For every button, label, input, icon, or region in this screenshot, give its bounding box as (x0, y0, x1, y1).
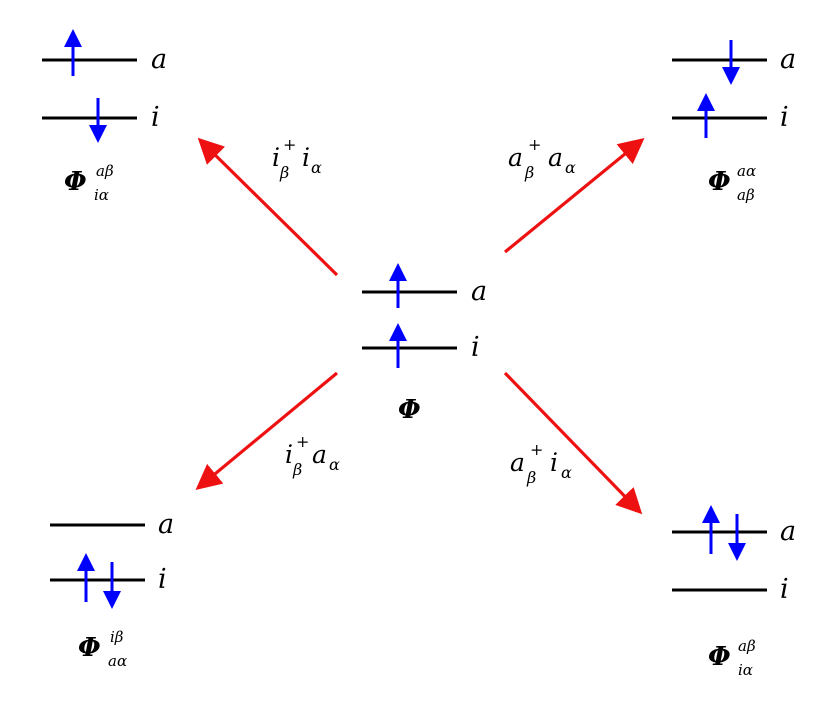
state-symbol: Φ (708, 167, 731, 197)
level-label-a: a (151, 44, 167, 75)
operator-2: i (550, 448, 558, 477)
operator-1: a (510, 448, 525, 477)
operator-1: i (272, 143, 280, 172)
operator-2: i (302, 143, 310, 172)
state-symbol: Φ (708, 642, 731, 672)
operator-1: i (285, 440, 293, 469)
operator-2: a (548, 143, 563, 172)
operator-bottom-left: i + β a α (285, 432, 340, 479)
level-label-i: i (471, 332, 480, 363)
operator-1-spin: β (292, 460, 302, 479)
state-superscript: aβ (738, 637, 756, 655)
state-subscript: aβ (737, 186, 755, 204)
operator-2-spin: α (329, 455, 340, 474)
operator-1-spin: β (279, 163, 289, 182)
excitation-arrow-top-right (503, 137, 645, 254)
level-label-i: i (780, 574, 789, 605)
state-symbol: Φ (64, 167, 87, 197)
level-label-a: a (780, 44, 796, 75)
operator-1-spin: β (524, 163, 534, 182)
state-superscript: iβ (110, 628, 124, 646)
level-label-a: a (158, 509, 174, 540)
excitation-arrow-top-left (197, 137, 339, 277)
excitation-arrow-bottom-right (503, 371, 643, 515)
state-subscript: iα (738, 661, 753, 679)
state-top-left: a i Φ aβ iα (42, 29, 167, 204)
state-subscript: iα (94, 186, 109, 204)
state-bottom-right: a i Φ aβ iα (672, 505, 796, 679)
state-subscript: aα (108, 652, 127, 670)
operator-bottom-right: a + β i α (510, 440, 572, 487)
reference-state: a i Φ (362, 263, 487, 425)
operator-1-dagger: + (530, 440, 543, 459)
operator-2: a (312, 440, 327, 469)
state-top-right: a i Φ aα aβ (672, 40, 796, 204)
excitation-arrow-bottom-left (195, 371, 339, 491)
level-label-i: i (158, 564, 167, 595)
operator-top-right: a + β a α (508, 135, 576, 182)
operator-2-spin: α (311, 158, 322, 177)
level-label-i: i (151, 102, 160, 133)
operator-2-spin: α (561, 463, 572, 482)
state-bottom-left: a i Φ iβ aα (50, 509, 174, 670)
state-symbol: Φ (78, 633, 101, 663)
operator-1-dagger: + (283, 135, 296, 154)
state-superscript: aβ (96, 162, 114, 180)
level-label-a: a (780, 516, 796, 547)
operator-1-spin: β (526, 468, 536, 487)
operator-2-spin: α (565, 158, 576, 177)
operator-1-dagger: + (296, 432, 309, 451)
operator-top-left: i + β i α (272, 135, 322, 182)
state-superscript: aα (737, 162, 756, 180)
level-label-i: i (780, 102, 789, 133)
level-label-a: a (471, 276, 487, 307)
operator-1-dagger: + (528, 135, 541, 154)
operator-1: a (508, 143, 523, 172)
state-symbol: Φ (398, 395, 421, 425)
